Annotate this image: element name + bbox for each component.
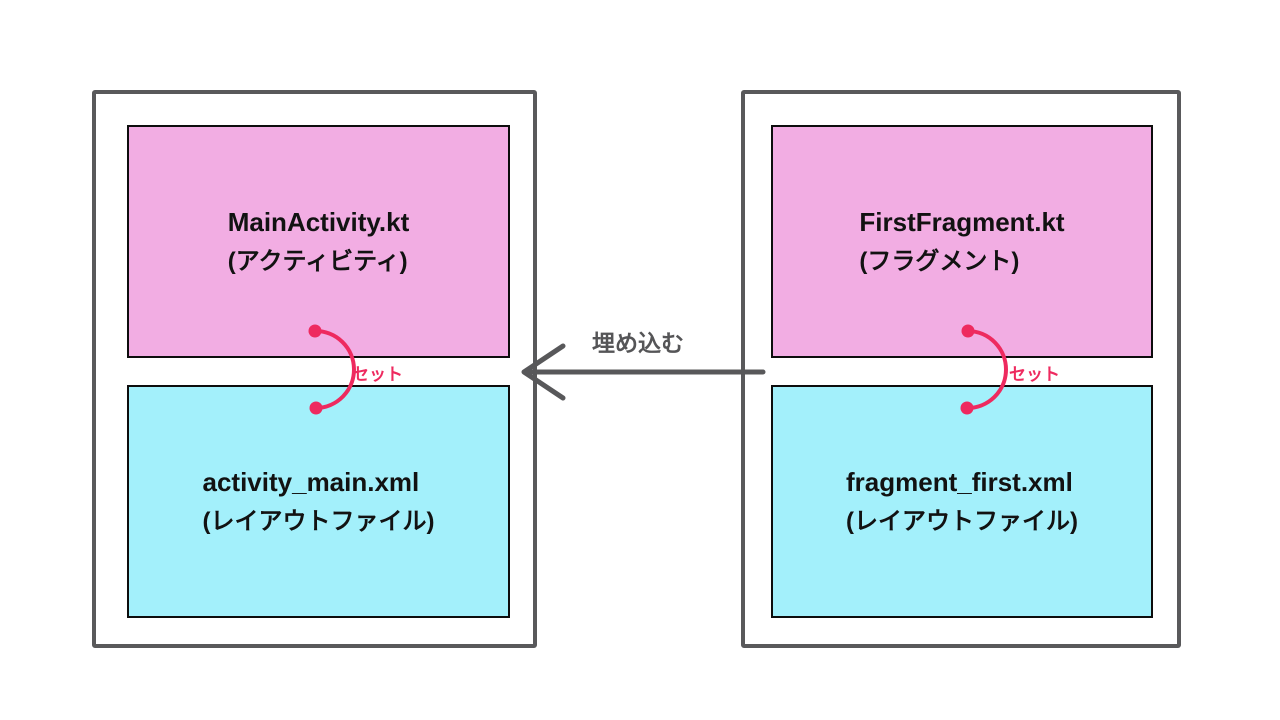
first-fragment-card-text: FirstFragment.kt (フラグメント) (859, 202, 1064, 282)
fragment-first-xml-title: fragment_first.xml (846, 466, 1073, 497)
main-activity-card-text: MainActivity.kt (アクティビティ) (228, 202, 410, 282)
activity-main-xml-title: activity_main.xml (202, 466, 420, 497)
main-activity-subtitle: (アクティビティ) (227, 247, 408, 275)
main-activity-card: MainActivity.kt (アクティビティ) (127, 125, 510, 358)
activity-main-xml-card-text: activity_main.xml (レイアウトファイル) (203, 462, 435, 542)
first-fragment-subtitle: (フラグメント) (859, 247, 1020, 275)
fragment-first-xml-subtitle: (レイアウトファイル) (846, 507, 1078, 535)
set-label-left: セット (352, 365, 403, 384)
main-activity-title: MainActivity.kt (227, 206, 410, 237)
fragment-panel: FirstFragment.kt (フラグメント) fragment_first… (741, 90, 1181, 648)
activity-main-xml-subtitle: (レイアウトファイル) (202, 507, 435, 535)
activity-panel: MainActivity.kt (アクティビティ) activity_main.… (92, 90, 537, 648)
fragment-first-xml-card-text: fragment_first.xml (レイアウトファイル) (846, 462, 1078, 542)
embed-arrow-label: 埋め込む (592, 330, 684, 356)
first-fragment-card: FirstFragment.kt (フラグメント) (771, 125, 1153, 358)
first-fragment-title: FirstFragment.kt (859, 206, 1065, 237)
set-label-right: セット (1009, 365, 1060, 384)
fragment-first-xml-card: fragment_first.xml (レイアウトファイル) (771, 385, 1153, 618)
activity-main-xml-card: activity_main.xml (レイアウトファイル) (127, 385, 510, 618)
